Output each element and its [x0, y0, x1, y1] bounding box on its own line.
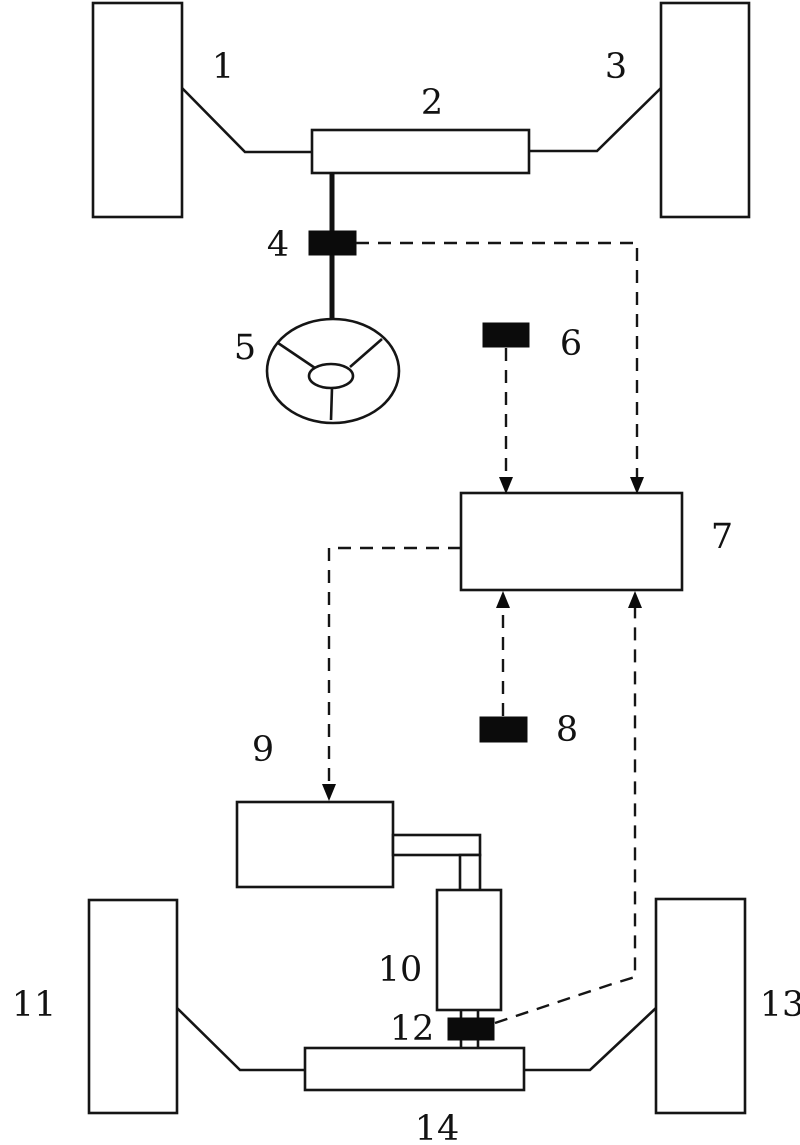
steering-wheel [265, 317, 401, 425]
arrowhead-into-actuator-top [322, 784, 336, 801]
coupling-bar-horizontal [391, 833, 482, 857]
signal-line-controller-to-actuator [327, 546, 461, 794]
front-steering-rack [310, 128, 531, 175]
signal-line-sensor12-to-controller [494, 598, 637, 1025]
sensor-block-12 [447, 1017, 495, 1041]
ref-label-2: 2 [421, 83, 443, 123]
gearbox-box [435, 888, 503, 1012]
ref-label-5: 5 [234, 328, 256, 368]
tie-rod-front-right [529, 87, 662, 153]
ref-label-1: 1 [212, 47, 234, 87]
ref-label-6: 6 [560, 324, 582, 364]
ref-label-7: 7 [711, 517, 733, 557]
ref-label-13: 13 [760, 985, 800, 1025]
rear-steering-rack [303, 1046, 526, 1092]
ref-label-8: 8 [556, 710, 578, 750]
steering-wheel-spoke-bottom [329, 387, 334, 421]
ref-label-12: 12 [390, 1009, 435, 1049]
actuator-box [235, 800, 395, 889]
wheel-rear-left [87, 898, 179, 1115]
steering-wheel-rim [265, 317, 401, 425]
signal-line-sensor4-to-controller [356, 241, 639, 487]
controller-box [459, 491, 684, 592]
ref-label-4: 4 [267, 225, 289, 265]
wheel-front-left [91, 1, 184, 219]
ref-label-10: 10 [378, 950, 423, 990]
ref-label-11: 11 [12, 985, 57, 1025]
arrowhead-into-controller-bottom-right [628, 591, 642, 608]
coupling-bar-vertical [458, 853, 482, 893]
ref-label-14: 14 [415, 1109, 460, 1145]
tie-rod-front-left [181, 87, 312, 154]
steering-wheel-spoke-right [349, 338, 383, 368]
steering-angle-sensor [308, 230, 357, 256]
sensor-block-6 [482, 322, 530, 348]
sensor-block-8 [479, 716, 528, 743]
arrowhead-into-controller-bottom-left [496, 591, 510, 608]
tie-rod-rear-right [524, 1007, 657, 1072]
steering-wheel-hub [307, 362, 355, 390]
tie-rod-rear-left [176, 1007, 305, 1072]
arrowhead-into-controller-top-right [630, 477, 644, 494]
arrowhead-into-controller-top-left [499, 477, 513, 494]
wheel-rear-right [654, 897, 747, 1115]
wheel-front-right [659, 1, 751, 219]
steering-wheel-spoke-left [277, 341, 316, 370]
ref-label-3: 3 [605, 47, 627, 87]
ref-label-9: 9 [252, 730, 274, 770]
